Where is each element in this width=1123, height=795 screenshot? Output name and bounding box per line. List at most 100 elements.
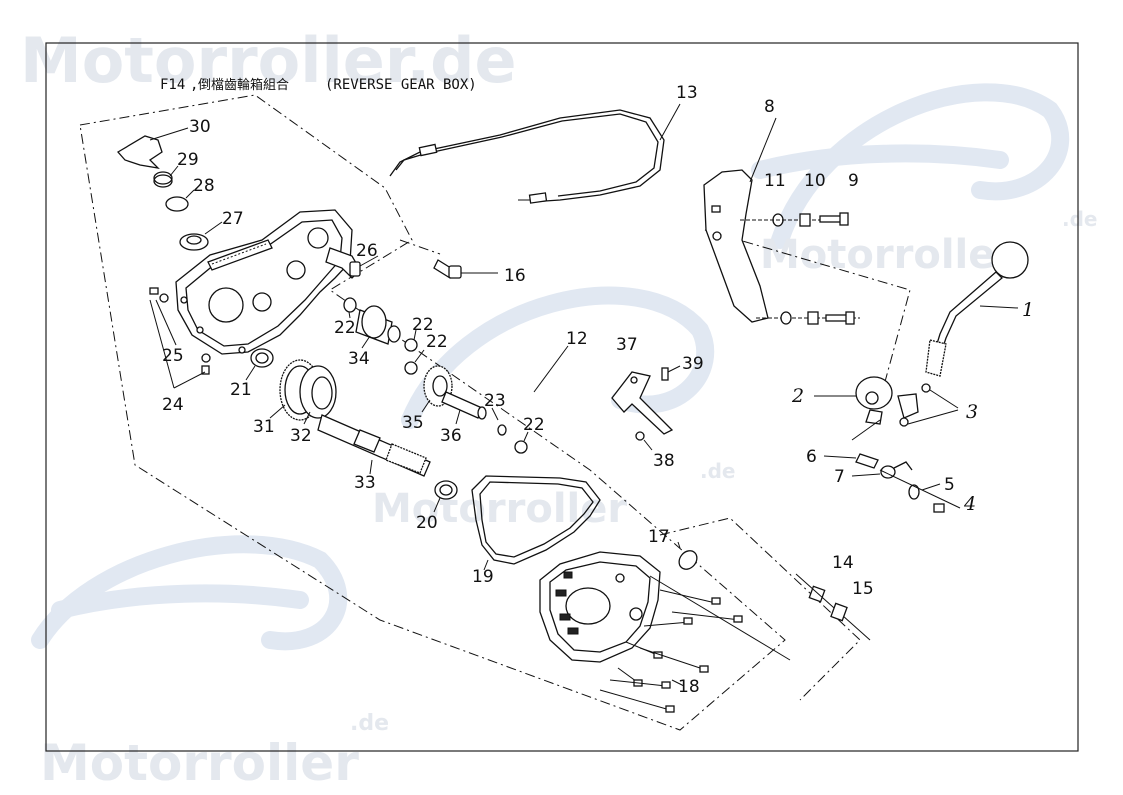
part-2-pivot [814,376,893,425]
callout-21: 21 [230,380,252,400]
part-10-nut [799,213,811,227]
gearbox-housing-left [175,209,353,355]
part-30-breather-cap [116,127,189,169]
part-1-shift-lever [925,241,1029,377]
callout-30: 30 [189,117,211,137]
part-39-bolt [661,365,681,381]
watermark-text-bottom: Motorroller [40,734,359,792]
callout-labels: 1 2 3 4 5 6 7 8 9 10 11 12 13 14 15 16 1… [162,83,1034,697]
callout-29: 29 [177,150,199,170]
callout-4: 4 [963,493,976,515]
callout-17: 17 [648,527,670,547]
callout-6: 6 [806,447,817,467]
callout-31: 31 [253,417,275,437]
callout-34: 34 [348,349,370,369]
watermark-suffix-middle: .de [700,459,735,483]
part-12-leader [533,345,569,393]
callout-22a: 22 [334,318,356,338]
part-3-plate [897,383,959,427]
watermark-suffix-bottom: .de [350,711,389,736]
callout-22c: 22 [426,332,448,352]
callout-23: 23 [484,391,506,411]
part-38-nut [635,431,653,451]
group-outline-cover [659,517,861,701]
callout-18: 18 [678,677,700,697]
callout-8: 8 [764,97,775,117]
callout-11: 11 [764,171,786,191]
callout-27: 27 [222,209,244,229]
part-28-o-ring [165,189,195,212]
part-5-washer [908,483,941,500]
title-chinese: 倒檔齒輪箱組合 [198,77,289,93]
callout-5: 5 [944,475,955,495]
title-english: (REVERSE GEAR BOX) [325,77,477,93]
callout-35: 35 [402,413,424,433]
watermark-text-right: Motorroller [760,232,1015,278]
part-7-spring [851,461,913,479]
part-9-bolt [819,212,849,226]
title-code: F14 [160,77,185,93]
callout-38: 38 [653,451,675,471]
callout-15: 15 [852,579,874,599]
part-6-pin [823,419,881,469]
callout-22b: 22 [412,315,434,335]
part-11-washer [740,213,846,227]
callout-2: 2 [791,385,804,407]
part-14-nut [795,573,871,641]
callout-7: 7 [834,467,845,487]
lever-bolt-set [756,311,860,325]
callout-36: 36 [440,426,462,446]
callout-24: 24 [162,395,184,415]
callout-20: 20 [416,513,438,533]
part-21-bearing [245,348,274,381]
group-outline-shaft [399,239,441,255]
part-18-bolts [599,575,791,713]
callout-32: 32 [290,426,312,446]
group-outline-lever [704,229,911,401]
part-22b-washer [404,329,418,352]
callout-3: 3 [966,401,978,423]
part-4-bolt [879,469,961,513]
title-separator: , [190,77,198,93]
callout-28: 28 [193,176,215,196]
callout-26: 26 [356,241,378,261]
callout-37: 37 [616,335,638,355]
part-22c-washer [404,349,425,375]
part-24-bolt [149,299,211,389]
callout-39: 39 [682,354,704,374]
part-32-gear [299,365,337,425]
callout-1: 1 [1022,299,1034,321]
callout-25: 25 [162,346,184,366]
part-27-seal [179,221,223,251]
part-37-bracket [611,371,674,435]
part-22a-washer [343,297,357,319]
callout-13: 13 [676,83,698,103]
gearbox-cover-right [539,551,661,663]
part-13-cable [389,103,681,204]
part-26-shift-fork [325,247,379,279]
callout-16: 16 [504,266,526,286]
watermark-text-top: Motorroller.de [20,24,517,97]
part-19-gasket [471,475,601,571]
part-17-plug [677,541,698,570]
callout-19: 19 [472,567,494,587]
watermark-suffix-right: .de [1062,207,1097,231]
callout-14: 14 [832,553,854,573]
part-20-bearing [433,480,458,513]
callout-22d: 22 [523,415,545,435]
part-8-bracket-plate [703,117,777,323]
diagram-frame [45,42,1079,752]
part-16-bolt [433,259,498,279]
part-25-bolt [149,287,177,346]
part-36-countershaft [441,391,487,425]
part-29-spring [153,165,179,188]
watermark-text-middle: Motorroller [372,486,627,532]
part-34-gear [355,305,401,349]
part-33-main-shaft [317,414,431,477]
part-22d-washer [514,431,529,454]
callout-33: 33 [354,473,376,493]
watermark: Motorroller.de Motorroller .de Motorroll… [20,24,1097,792]
callout-12: 12 [566,329,588,349]
group-outline-gearbox [79,94,786,731]
